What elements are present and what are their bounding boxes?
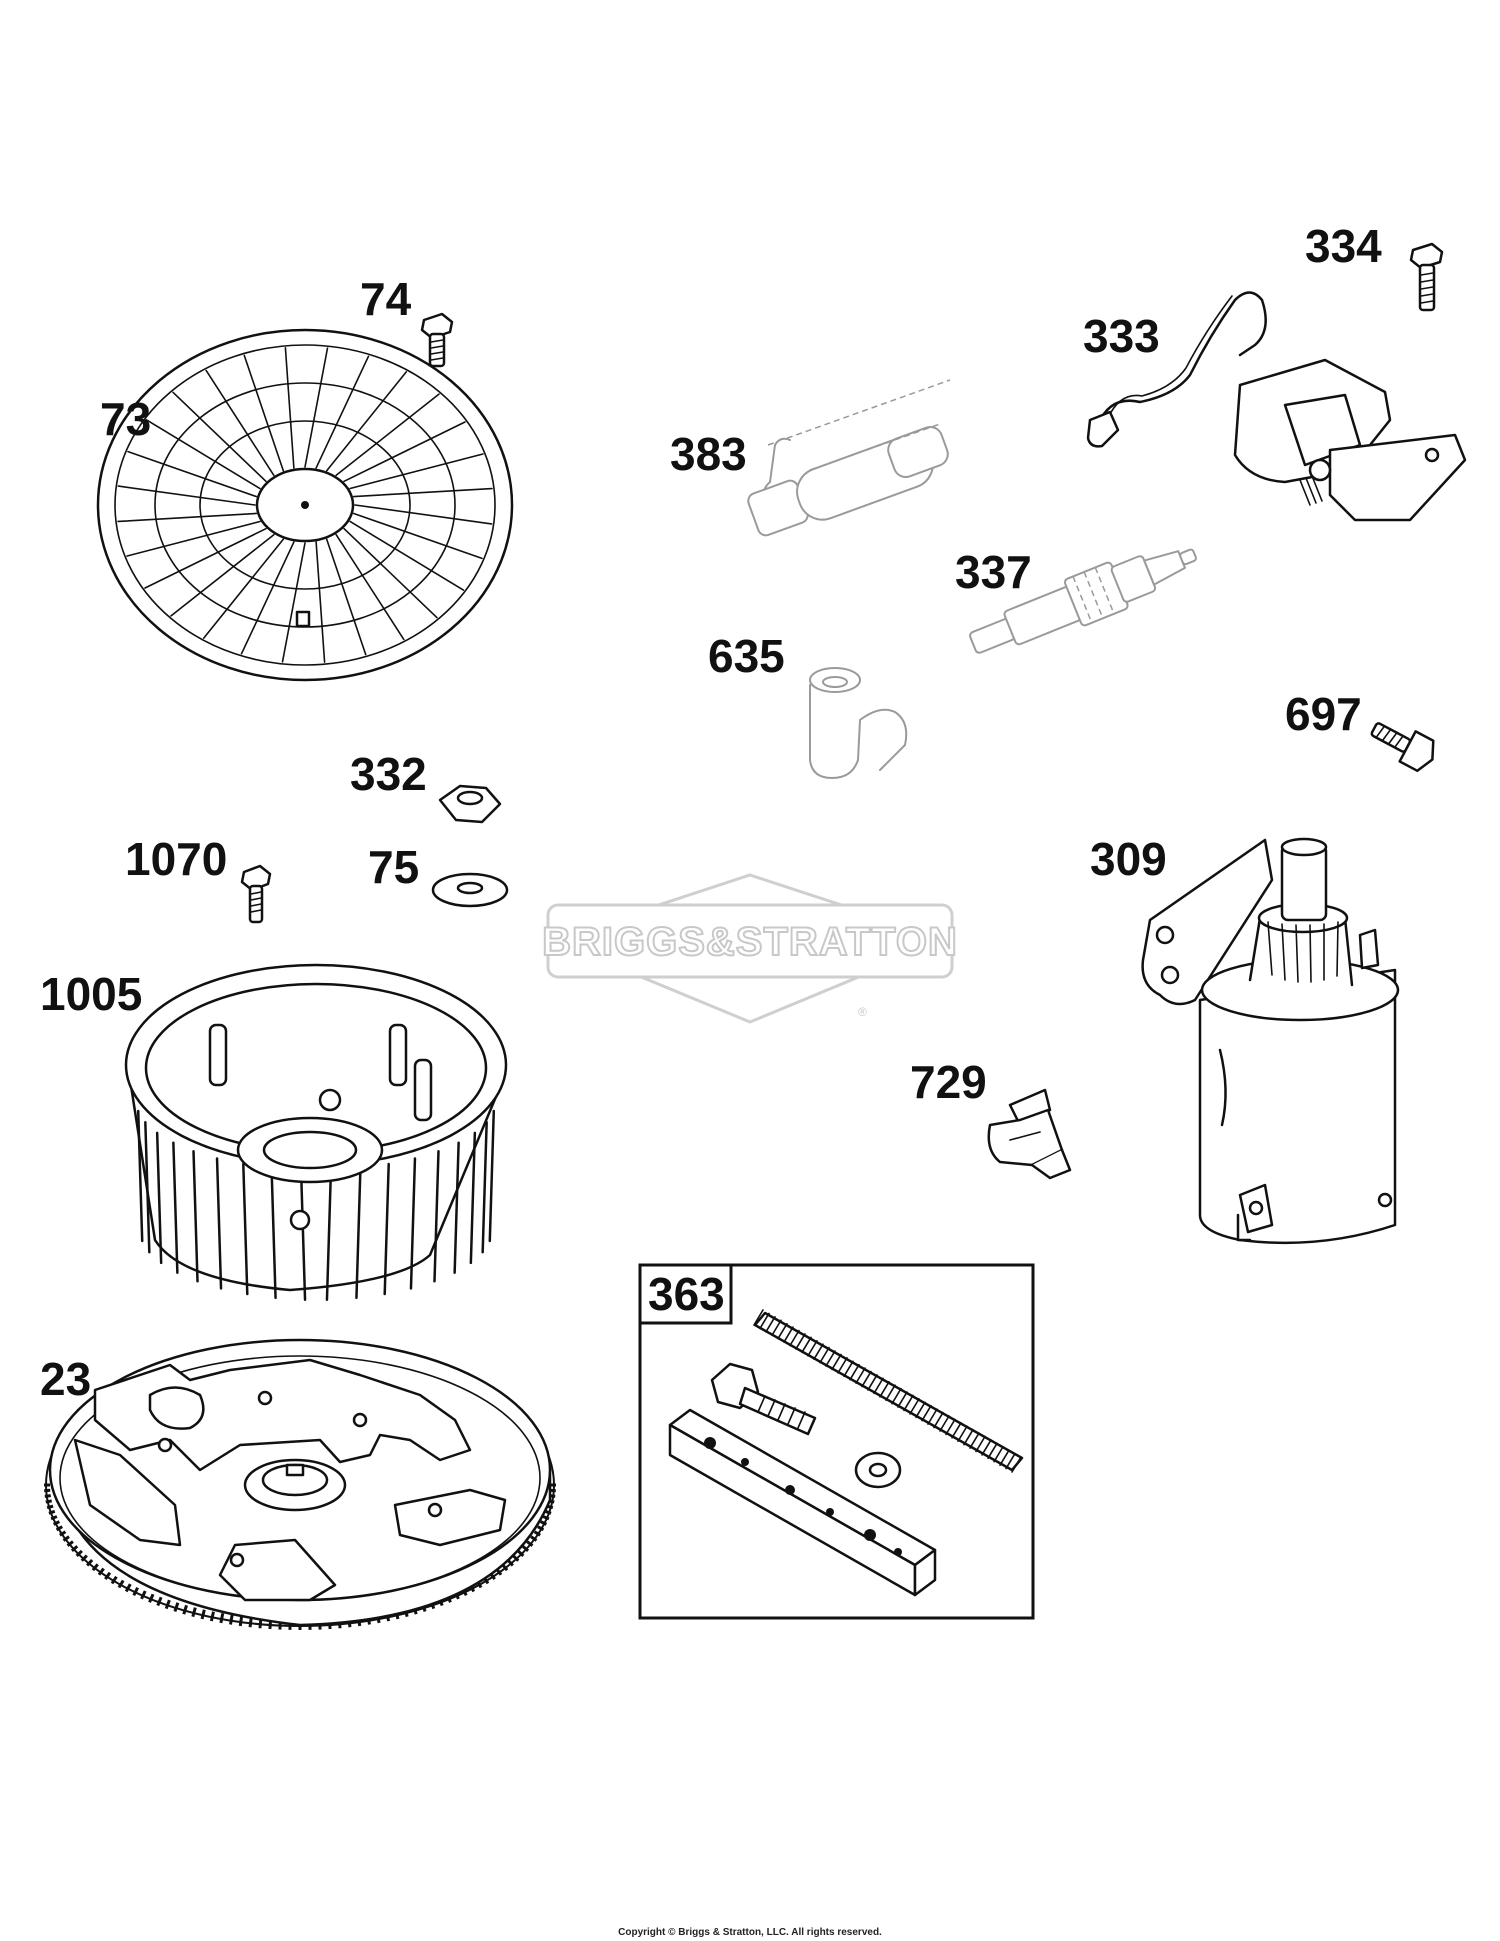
screen-spokes xyxy=(117,347,493,663)
part-74-bolt-icon[interactable] xyxy=(420,312,454,368)
callout-729[interactable]: 729 xyxy=(910,1056,987,1108)
part-635-plug-boot-icon[interactable] xyxy=(809,667,908,779)
part-697-screw-icon[interactable] xyxy=(1366,714,1440,775)
callout-74[interactable]: 74 xyxy=(360,273,412,325)
callout-73[interactable]: 73 xyxy=(100,393,151,445)
part-383-armature-icon[interactable] xyxy=(746,379,951,538)
part-337-spark-plug-icon[interactable] xyxy=(964,531,1204,667)
callout-383[interactable]: 383 xyxy=(670,428,747,480)
puller-bolt-icon xyxy=(710,1362,817,1436)
part-363-flywheel-puller-kit[interactable] xyxy=(638,1263,1035,1620)
part-1005-flywheel-icon[interactable] xyxy=(124,963,508,1302)
callout-75[interactable]: 75 xyxy=(368,841,419,893)
watermark-registered-mark: ® xyxy=(858,1005,867,1019)
part-332-nut-icon[interactable] xyxy=(438,784,502,824)
callout-332[interactable]: 332 xyxy=(350,748,427,800)
callout-337[interactable]: 337 xyxy=(955,546,1032,598)
part-333-ignition-coil-icon[interactable] xyxy=(1086,291,1467,522)
callout-333[interactable]: 333 xyxy=(1083,310,1160,362)
callout-23[interactable]: 23 xyxy=(40,1353,91,1405)
callout-334[interactable]: 334 xyxy=(1305,220,1382,272)
part-1070-bolt-icon[interactable] xyxy=(240,864,272,924)
part-309-starter-motor-icon[interactable] xyxy=(1141,837,1400,1245)
callout-697[interactable]: 697 xyxy=(1285,688,1362,740)
callout-309[interactable]: 309 xyxy=(1090,833,1167,885)
part-334-bolt-icon[interactable] xyxy=(1409,242,1444,312)
puller-washer-icon xyxy=(854,1451,902,1489)
puller-bar-icon xyxy=(668,1408,937,1597)
watermark-brand-text: BRIGGS&STRATTON xyxy=(542,920,958,964)
callout-635[interactable]: 635 xyxy=(708,630,785,682)
part-23-flywheel-ring-gear-icon[interactable] xyxy=(44,1338,556,1630)
briggs-stratton-watermark: BRIGGS&STRATTON ® xyxy=(541,873,958,1024)
copyright-footer: Copyright © Briggs & Stratton, LLC. All … xyxy=(618,1927,882,1938)
callout-1005[interactable]: 1005 xyxy=(40,968,142,1020)
threaded-rod-icon xyxy=(753,1309,1024,1473)
part-73-fan-screen-icon[interactable] xyxy=(96,328,514,682)
callout-1070[interactable]: 1070 xyxy=(125,833,227,885)
callout-363[interactable]: 363 xyxy=(648,1268,725,1320)
flywheel-fins xyxy=(136,1109,496,1302)
part-729-clip-icon[interactable] xyxy=(987,1088,1072,1180)
part-75-washer-icon[interactable] xyxy=(431,872,509,908)
